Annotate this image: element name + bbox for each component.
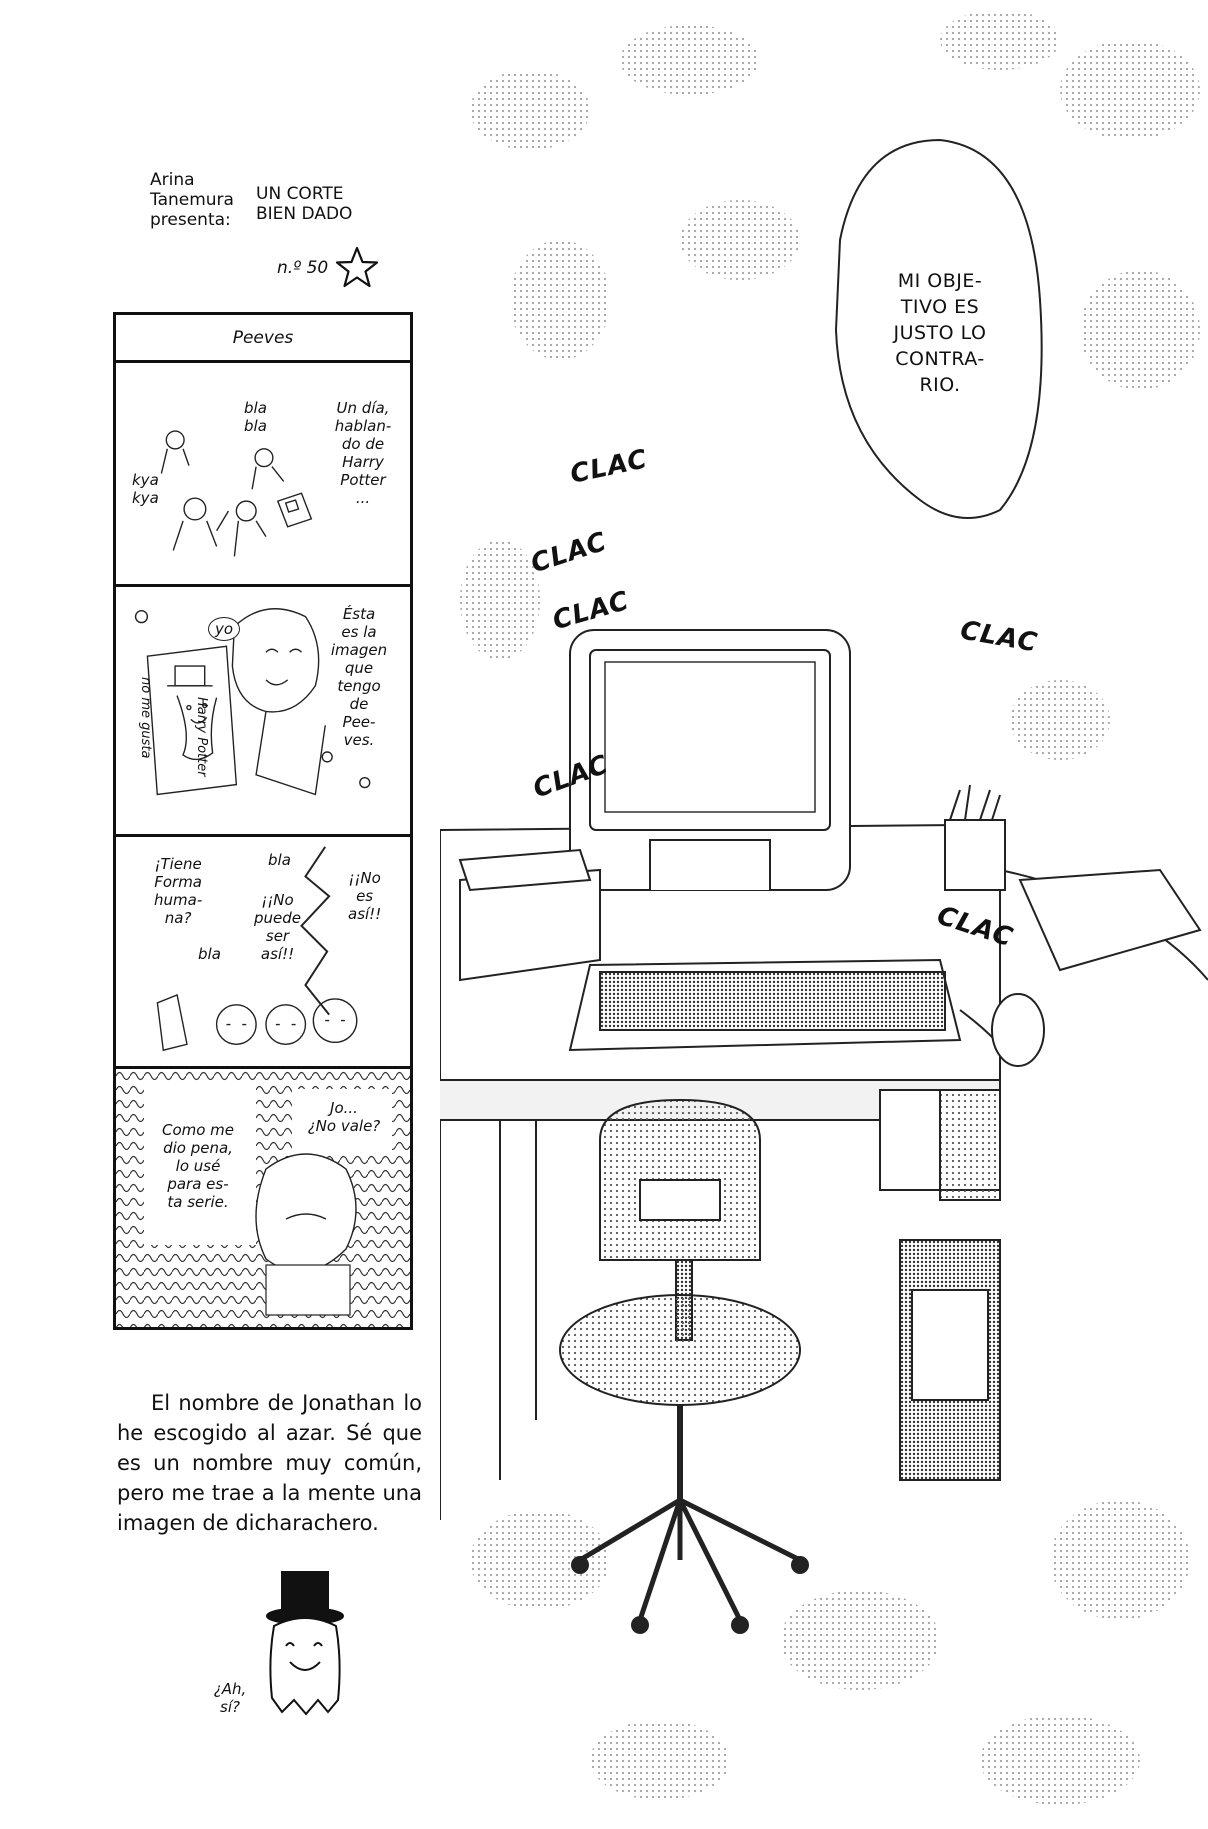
author-note-text: El nombre de Jonathan lo he escogido al … xyxy=(117,1391,422,1535)
label-me: yo xyxy=(208,617,241,641)
author-note: El nombre de Jonathan lo he escogido al … xyxy=(117,1388,422,1538)
reply-line: ¿No vale? xyxy=(307,1117,381,1135)
sign-text-b: no me gusta xyxy=(138,677,153,759)
speech-bubble: Ésta es la imagen que tengo de Pee- ves. xyxy=(324,605,394,749)
speech-line: Pee- xyxy=(342,713,376,731)
caption-line: para es- xyxy=(167,1175,229,1193)
title-line: BIEN DADO xyxy=(256,204,353,224)
question-line: ser xyxy=(265,927,290,945)
chatter-line: kya xyxy=(132,471,159,489)
chatter-line: bla xyxy=(244,399,267,417)
desk-scene-illustration xyxy=(440,10,1208,1805)
title-line: UN CORTE xyxy=(256,184,344,204)
comic-panel-1: bla bla kya kya Un día, hablan- do de Ha… xyxy=(116,363,410,587)
question-line: ¡¡No xyxy=(261,891,294,909)
main-illustration: MI OBJE- TIVO ES JUSTO LO CONTRA- RIO. C… xyxy=(440,0,1208,1829)
strip-title: Peeves xyxy=(116,315,410,363)
question-line: huma- xyxy=(154,891,203,909)
speech-line: MI OBJE- xyxy=(897,270,983,292)
speech-line: que xyxy=(344,659,374,677)
narration-line: Harry xyxy=(342,453,384,471)
reply-bubble: Jo... ¿No vale? xyxy=(298,1099,390,1135)
caption-box: Como me dio pena, lo usé para es- ta ser… xyxy=(148,1121,248,1211)
artist-holding-sign-illustration xyxy=(134,608,371,796)
narration-line: Potter xyxy=(340,471,386,489)
speech-line: imagen xyxy=(330,641,388,659)
question-line: puede xyxy=(254,909,302,927)
question-bubble-2: ¡¡No puede ser así!! xyxy=(254,891,301,963)
speech-line: CONTRA- xyxy=(895,348,985,370)
ghost-with-top-hat-icon xyxy=(266,1571,344,1716)
question-bubble-1: ¡Tiene Forma huma- na? xyxy=(154,855,202,927)
chatter-kya: kya kya xyxy=(132,471,159,507)
author-line: presenta: xyxy=(150,210,231,230)
question-line: na? xyxy=(164,909,192,927)
column-title: UN CORTE BIEN DADO xyxy=(256,184,396,224)
narration-box: Un día, hablan- do de Harry Potter ... xyxy=(328,399,398,507)
author-line: Arina xyxy=(150,170,195,190)
author-credit: Arina Tanemura presenta: xyxy=(150,170,245,230)
four-panel-comic: Peeves bla bla kya kya Un día, xyxy=(113,312,413,1330)
narration-line: do de xyxy=(341,435,385,453)
sign-text-a: Harry Potter xyxy=(194,697,209,777)
speech-line: ves. xyxy=(343,731,375,749)
speech-line: TIVO ES xyxy=(900,296,980,318)
narration-line: hablan- xyxy=(334,417,392,435)
chatter-line: kya xyxy=(132,489,159,507)
question-line: Forma xyxy=(154,873,202,891)
narration-line: Un día, xyxy=(336,399,390,417)
chatter-line: bla xyxy=(244,417,267,435)
speech-bubble-main: MI OBJE- TIVO ES JUSTO LO CONTRA- RIO. xyxy=(860,268,1020,398)
ghost-speech-line: ¿Ah, xyxy=(213,1680,247,1698)
caption-line: ta serie. xyxy=(167,1193,229,1211)
comic-panel-4: Como me dio pena, lo usé para es- ta ser… xyxy=(116,1069,410,1327)
exclaim-line: es xyxy=(356,887,374,905)
exclaim-line: ¡¡No xyxy=(348,869,381,887)
speech-line: es la xyxy=(341,623,377,641)
issue-number: n.º 50 xyxy=(277,245,380,291)
ghost-speech: ¿Ah, sí? xyxy=(200,1680,260,1716)
speech-line: RIO. xyxy=(919,374,961,396)
exclaim-bubble: ¡¡No es así!! xyxy=(348,869,381,923)
chatter-bla: bla bla xyxy=(244,399,267,435)
chatting-people-illustration xyxy=(160,430,313,557)
star-icon xyxy=(336,246,379,288)
question-line: así!! xyxy=(260,945,295,963)
speech-line: JUSTO LO xyxy=(893,322,987,344)
caption-line: dio pena, xyxy=(163,1139,233,1157)
ghost-speech-line: sí? xyxy=(220,1698,240,1716)
exclaim-line: así!! xyxy=(348,905,382,923)
author-line: Tanemura xyxy=(150,190,234,210)
author-column: Arina Tanemura presenta: UN CORTE BIEN D… xyxy=(0,0,440,1829)
chatter-bla-1: bla xyxy=(268,851,291,869)
speech-line: Ésta xyxy=(342,605,376,623)
issue-label: n.º 50 xyxy=(277,258,329,278)
chatter-bla-2: bla xyxy=(198,945,221,963)
caption-line: Como me xyxy=(161,1121,235,1139)
swirl-background-illustration xyxy=(116,1069,410,1327)
comic-panel-2: yo Harry Potter no me gusta Ésta es la i… xyxy=(116,587,410,837)
speech-line: de xyxy=(349,695,369,713)
comic-panel-3: ¡Tiene Forma huma- na? bla ¡¡No puede se… xyxy=(116,837,410,1069)
question-line: ¡Tiene xyxy=(154,855,202,873)
reply-line: Jo... xyxy=(330,1099,358,1117)
speech-line: tengo xyxy=(337,677,381,695)
caption-line: lo usé xyxy=(175,1157,221,1175)
narration-line: ... xyxy=(355,489,371,507)
protesting-fans-illustration xyxy=(156,846,358,1052)
